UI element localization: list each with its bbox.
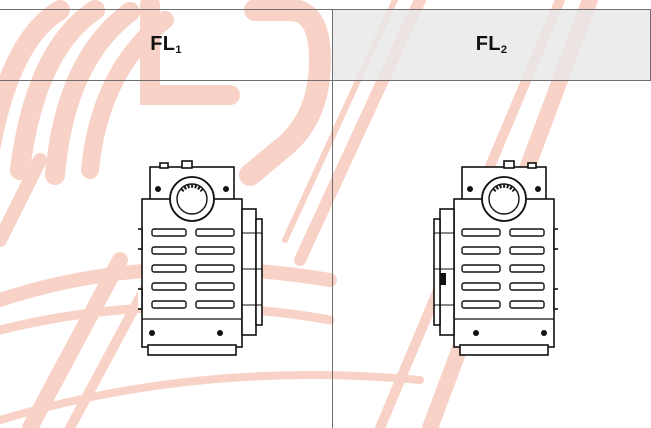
gearbox-drawing-fl1: [138, 160, 263, 356]
column-header-label: FL2: [475, 33, 508, 56]
dimension-table: FL1 FL2: [0, 9, 650, 428]
column-header-fl2: FL2: [333, 9, 650, 81]
table-cell-fl2: [333, 81, 650, 428]
column-header-label: FL1: [150, 33, 182, 56]
column-header-fl1: FL1: [0, 9, 333, 81]
table-top-border: [0, 9, 650, 10]
table-cell-fl1: [0, 81, 333, 428]
gearbox-drawing-fl2: [433, 160, 558, 356]
